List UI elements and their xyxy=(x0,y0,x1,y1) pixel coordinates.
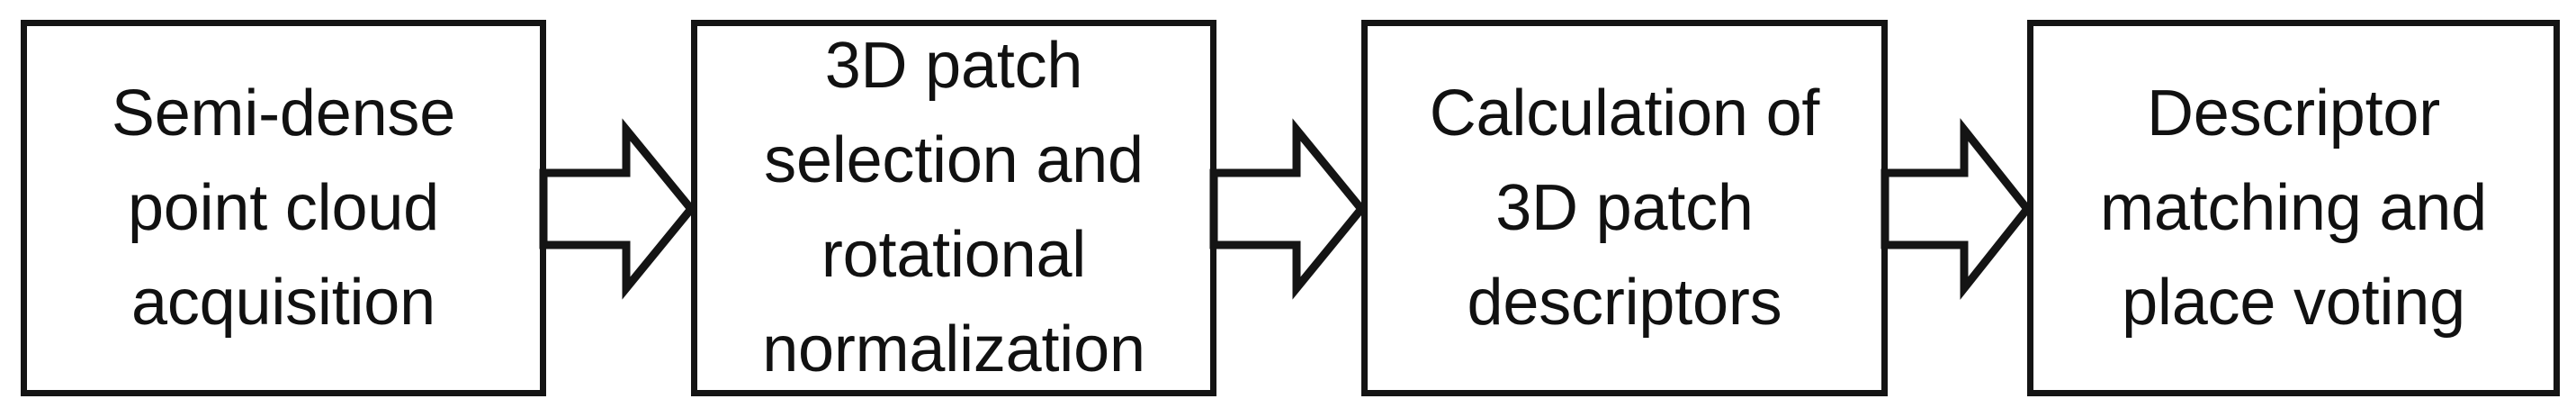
process-box-calculation-of-3d-patch-descriptors: Calculation of 3D patch descriptors xyxy=(1361,20,1888,396)
arrow-node3-to-node4 xyxy=(1880,118,2033,300)
process-box-label: 3D patch selection and rotational normal… xyxy=(762,30,1145,385)
process-box-label: Semi-dense point cloud acquisition xyxy=(111,77,456,339)
block-arrow-icon xyxy=(539,118,696,300)
process-box-descriptor-matching-and-place-voting: Descriptor matching and place voting xyxy=(2027,20,2560,396)
arrow-node2-to-node3 xyxy=(1209,118,1367,300)
process-box-3d-patch-selection-and-rotational-normalization: 3D patch selection and rotational normal… xyxy=(691,20,1216,396)
block-arrow-icon xyxy=(1209,118,1367,300)
process-box-semi-dense-point-cloud-acquisition: Semi-dense point cloud acquisition xyxy=(21,20,546,396)
arrow-node1-to-node2 xyxy=(539,118,696,300)
process-box-label: Calculation of 3D patch descriptors xyxy=(1429,77,1820,339)
process-box-label: Descriptor matching and place voting xyxy=(2100,77,2487,339)
block-arrow-icon xyxy=(1880,118,2033,300)
